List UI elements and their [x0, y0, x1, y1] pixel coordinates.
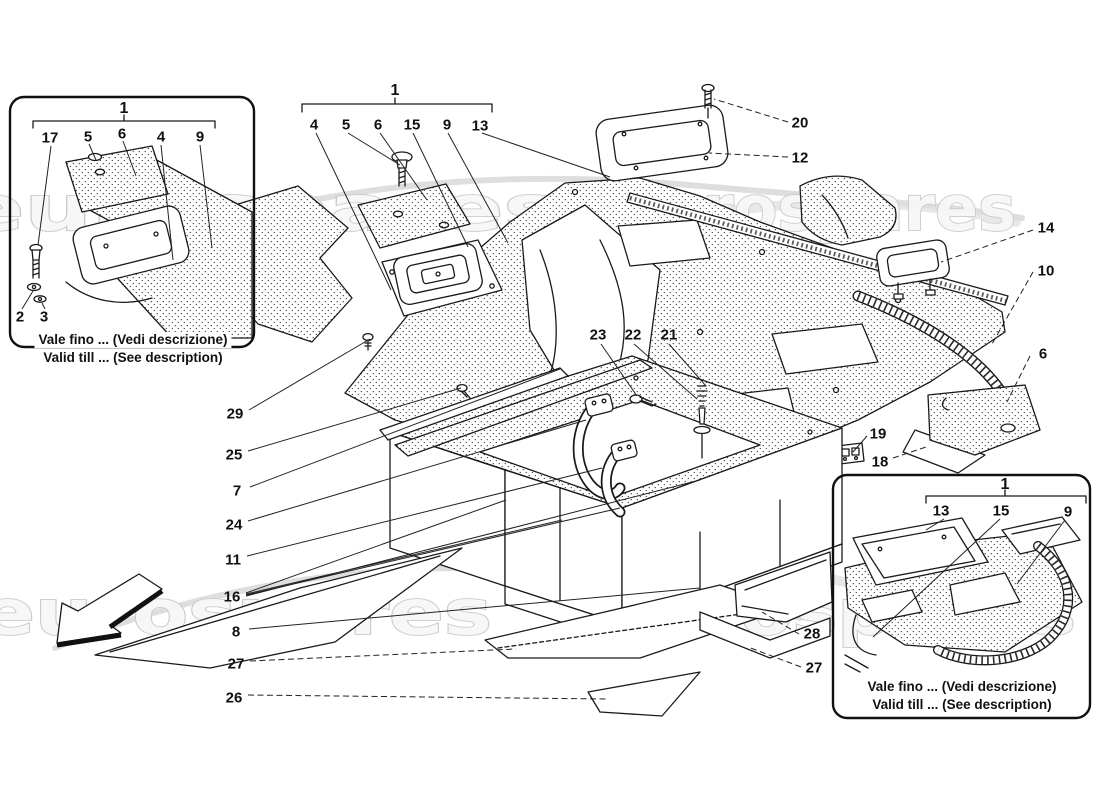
callout-5[interactable]: 5: [341, 116, 351, 134]
callout-25[interactable]: 25: [225, 446, 243, 464]
wedge-panel-left: [94, 547, 463, 669]
callout-28[interactable]: 28: [803, 625, 821, 643]
big-direction-arrow: [56, 573, 164, 648]
callout-10[interactable]: 10: [1037, 262, 1055, 280]
compartment-box: [379, 355, 843, 643]
main-drawing: [56, 83, 1041, 717]
callout-9[interactable]: 9: [442, 116, 452, 134]
callout-4[interactable]: 4: [309, 116, 319, 134]
callout-group-1-inset-tl[interactable]: 1: [119, 100, 129, 117]
bracket-main: [301, 97, 493, 113]
callout-6-inset[interactable]: 6: [117, 125, 127, 143]
bolt-17: [29, 243, 43, 279]
callout-24[interactable]: 24: [225, 516, 243, 534]
callout-6[interactable]: 6: [373, 116, 383, 134]
callout-21[interactable]: 21: [660, 326, 678, 344]
callout-22[interactable]: 22: [624, 326, 642, 344]
flap-6-right: [902, 384, 1041, 474]
callout-2-inset[interactable]: 2: [15, 308, 25, 326]
callout-13-inset[interactable]: 13: [932, 502, 950, 520]
gasket-12: [595, 104, 729, 182]
bracket-inset-top-left: [32, 114, 216, 129]
callout-17-inset[interactable]: 17: [41, 129, 59, 147]
inset-br-note-italian: Vale fino ... (Vedi descrizione): [863, 679, 1061, 695]
callout-14[interactable]: 14: [1037, 219, 1055, 237]
carpet-tunnel-hump: [521, 204, 661, 406]
callout-18[interactable]: 18: [871, 453, 889, 471]
frame-14: [876, 239, 950, 300]
fixing-23: [629, 394, 657, 407]
callout-group-1-main[interactable]: 1: [390, 82, 400, 99]
inset-edging-strip: [933, 541, 1074, 666]
tray-28: [699, 551, 833, 659]
fixing-21-22: [693, 385, 711, 459]
screw-20: [701, 83, 715, 119]
callout-29[interactable]: 29: [226, 405, 244, 423]
callout-group-1-inset-br[interactable]: 1: [1000, 476, 1010, 493]
callout-7[interactable]: 7: [232, 482, 242, 500]
bracket-inset-bottom-right: [925, 489, 1087, 504]
lid-6: [357, 183, 471, 249]
callout-27-right[interactable]: 27: [805, 659, 823, 677]
leader-lines-dashed: [247, 98, 1034, 700]
callout-26[interactable]: 26: [225, 689, 243, 707]
callout-13[interactable]: 13: [471, 117, 489, 135]
inset-bottom-right-drawing: [831, 473, 1092, 720]
callout-11[interactable]: 11: [225, 551, 241, 569]
screw-5: [391, 151, 413, 187]
armrest-cushion: [799, 175, 897, 246]
callout-15[interactable]: 15: [403, 116, 421, 134]
inset-br-note-english: Valid till ... (See description): [868, 697, 1056, 713]
callout-23[interactable]: 23: [589, 326, 607, 344]
callout-6-right[interactable]: 6: [1038, 345, 1048, 363]
bolt-25: [456, 383, 471, 399]
callout-19[interactable]: 19: [869, 425, 887, 443]
callout-16[interactable]: 16: [223, 588, 241, 606]
panel-26: [587, 671, 701, 717]
callout-8[interactable]: 8: [231, 623, 241, 641]
callout-5-inset[interactable]: 5: [83, 128, 93, 146]
callout-9-inset-br[interactable]: 9: [1063, 503, 1073, 521]
callout-20[interactable]: 20: [791, 114, 809, 132]
callout-15-inset[interactable]: 15: [992, 502, 1010, 520]
inset-tl-note-english: Valid till ... (See description): [39, 350, 227, 366]
frame-15: [381, 239, 503, 317]
inset-tl-note-italian: Vale fino ... (Vedi descrizione): [34, 332, 232, 348]
leader-lines: [245, 132, 868, 630]
callout-4-inset[interactable]: 4: [156, 128, 166, 146]
callout-12[interactable]: 12: [791, 149, 809, 167]
callout-27-left[interactable]: 27: [227, 655, 245, 673]
callout-3-inset[interactable]: 3: [39, 308, 49, 326]
callout-9-inset[interactable]: 9: [195, 128, 205, 146]
straps: [572, 393, 638, 518]
